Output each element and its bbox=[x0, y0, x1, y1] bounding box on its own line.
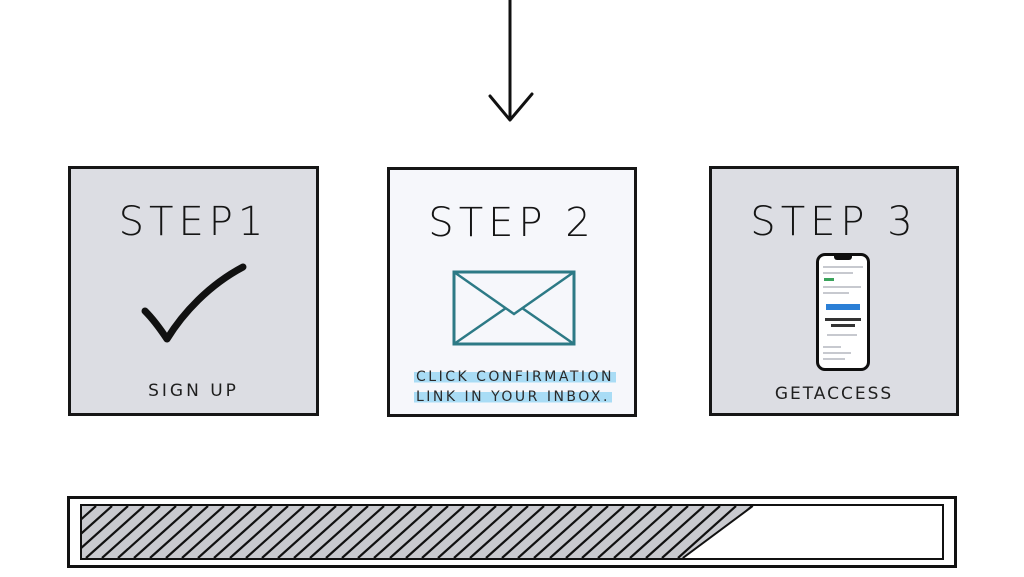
progress-hatch-line bbox=[309, 506, 369, 558]
phone-line bbox=[823, 358, 845, 360]
step-2-caption-line-1: CLICK CONFIRMATION bbox=[414, 369, 617, 385]
phone-line bbox=[823, 286, 861, 288]
envelope-icon bbox=[452, 270, 576, 346]
progress-hatch-line bbox=[629, 506, 689, 558]
progress-hatch-line bbox=[245, 506, 305, 558]
progress-hatch-line bbox=[82, 506, 97, 558]
phone-icon bbox=[816, 253, 870, 371]
progress-hatch-line bbox=[389, 506, 449, 558]
step-3-card: STEP 3 GETACCESS bbox=[709, 166, 959, 416]
phone-heading bbox=[831, 324, 855, 327]
step-2-caption-line-2: LINK IN YOUR INBOX. bbox=[414, 389, 612, 405]
progress-hatch-line bbox=[790, 506, 848, 558]
progress-hatch-line bbox=[229, 506, 289, 558]
progress-hatch-line bbox=[774, 506, 832, 558]
progress-hatch-line bbox=[469, 506, 529, 558]
progress-hatch bbox=[82, 506, 848, 558]
progress-hatch-line bbox=[181, 506, 241, 558]
step-3-caption: GETACCESS bbox=[774, 384, 894, 404]
progress-hatch-line bbox=[293, 506, 353, 558]
progress-hatch-line bbox=[261, 506, 321, 558]
progress-hatch-line bbox=[741, 506, 753, 558]
progress-hatch-line bbox=[485, 506, 545, 558]
phone-notch bbox=[834, 256, 852, 260]
progress-hatch-line bbox=[421, 506, 481, 558]
step-1-title: STEP1 bbox=[118, 199, 269, 245]
progress-hatch-line bbox=[661, 506, 721, 558]
progress-hatch-line bbox=[357, 506, 417, 558]
progress-hatch-line bbox=[117, 506, 177, 558]
step-2-card: STEP 2 CLICK CONFIRMATION LINK IN YOUR I… bbox=[387, 167, 637, 417]
progress-hatch-line bbox=[437, 506, 497, 558]
phone-badge bbox=[824, 278, 834, 281]
progress-hatch-line bbox=[501, 506, 561, 558]
progress-fill-edge bbox=[682, 506, 754, 558]
step-2-title: STEP 2 bbox=[428, 200, 596, 246]
step-2-caption-line-1-text: CLICK CONFIRMATION bbox=[414, 369, 617, 385]
progress-hatch-line bbox=[677, 506, 737, 558]
progress-hatch-line bbox=[341, 506, 401, 558]
progress-hatch-line bbox=[581, 506, 641, 558]
progress-hatch-line bbox=[758, 506, 816, 558]
progress-hatch-line bbox=[373, 506, 433, 558]
progress-hatch-line bbox=[149, 506, 209, 558]
phone-line bbox=[823, 346, 841, 348]
progress-hatch-line bbox=[517, 506, 577, 558]
progress-hatch-line bbox=[82, 506, 113, 558]
progress-hatch-line bbox=[213, 506, 273, 558]
phone-line bbox=[823, 352, 851, 354]
phone-heading bbox=[825, 318, 861, 321]
step-1-card: STEP1 SIGN UP bbox=[68, 166, 319, 416]
progress-hatch-line bbox=[277, 506, 337, 558]
progress-hatch-line bbox=[565, 506, 625, 558]
progress-hatch-line bbox=[613, 506, 673, 558]
progress-hatch-line bbox=[133, 506, 193, 558]
progress-hatch-line bbox=[405, 506, 465, 558]
progress-bar-fill bbox=[82, 506, 848, 558]
step-2-caption-line-2-text: LINK IN YOUR INBOX. bbox=[414, 389, 612, 405]
checkmark-icon bbox=[141, 263, 247, 343]
phone-line bbox=[823, 272, 853, 274]
progress-hatch-line bbox=[645, 506, 705, 558]
progress-hatch-line bbox=[549, 506, 609, 558]
progress-hatch-line bbox=[82, 506, 129, 558]
progress-hatch-line bbox=[597, 506, 657, 558]
progress-hatch-line bbox=[453, 506, 513, 558]
step-3-title: STEP 3 bbox=[750, 199, 918, 245]
down-arrow-icon bbox=[488, 0, 534, 122]
phone-line bbox=[827, 334, 857, 336]
progress-hatch-line bbox=[85, 506, 145, 558]
phone-banner bbox=[826, 304, 860, 310]
progress-hatch-line bbox=[165, 506, 225, 558]
step-1-caption: SIGN UP bbox=[148, 381, 239, 401]
progress-hatch-line bbox=[325, 506, 385, 558]
phone-line bbox=[823, 266, 863, 268]
progress-hatch-line bbox=[197, 506, 257, 558]
progress-hatch-line bbox=[533, 506, 593, 558]
progress-hatch-line bbox=[101, 506, 161, 558]
phone-line bbox=[823, 292, 849, 294]
